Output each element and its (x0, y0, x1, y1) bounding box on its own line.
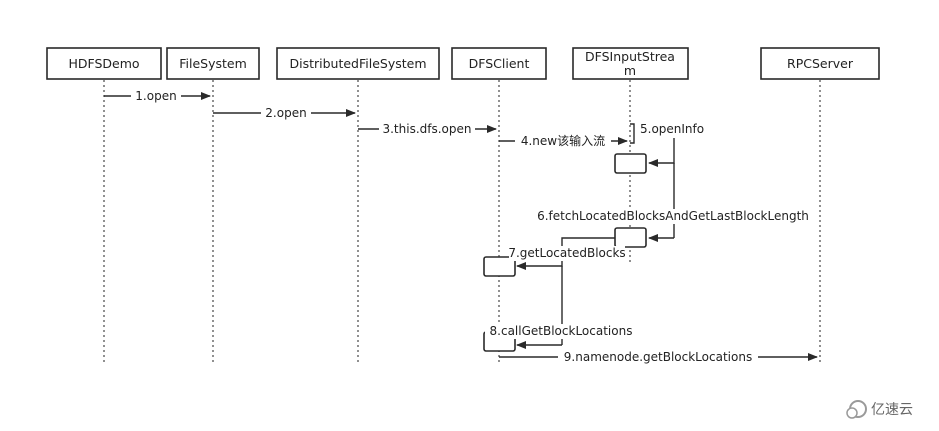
participant-dfsinputstream-label-line1: DFSInputStrea (585, 49, 675, 64)
message-8-label: 8.callGetBlockLocations (490, 324, 633, 338)
message-1-label: 1.open (135, 89, 176, 103)
message-9-label: 9.namenode.getBlockLocations (564, 350, 752, 364)
participant-rpcserver: RPCServer (760, 47, 880, 80)
message-5-return-arrow (648, 138, 675, 167)
message-2-label: 2.open (265, 106, 306, 120)
participant-distributedfilesystem-label: DistributedFileSystem (289, 56, 426, 71)
activation-dfsclient-1 (483, 256, 516, 277)
message-5-label: 5.openInfo (640, 122, 704, 136)
activation-dfsinputstream-2 (614, 227, 647, 248)
message-6-label: 6.fetchLocatedBlocksAndGetLastBlockLengt… (537, 209, 809, 223)
participant-hdfsdemo-label: HDFSDemo (68, 56, 139, 71)
participant-hdfsdemo: HDFSDemo (46, 47, 162, 80)
watermark-logo: 亿速云 (846, 400, 913, 419)
participant-filesystem-label: FileSystem (179, 56, 247, 71)
participant-filesystem: FileSystem (166, 47, 260, 80)
message-7-label: 7.getLocatedBlocks (508, 246, 625, 260)
participant-rpcserver-label: RPCServer (787, 56, 854, 71)
watermark-text: 亿速云 (871, 402, 913, 418)
participant-dfsclient-label: DFSClient (469, 56, 530, 71)
participant-dfsclient: DFSClient (451, 47, 547, 80)
participant-dfsinputstream: DFSInputStrea m (572, 47, 689, 80)
participant-dfsinputstream-label-line2: m (624, 63, 636, 78)
participant-distributedfilesystem: DistributedFileSystem (276, 47, 440, 80)
message-4-label: 4.new该输入流 (521, 133, 605, 148)
activation-dfsinputstream-1 (614, 153, 647, 174)
message-5-bracket (630, 123, 635, 144)
message-3-label: 3.this.dfs.open (382, 122, 471, 136)
